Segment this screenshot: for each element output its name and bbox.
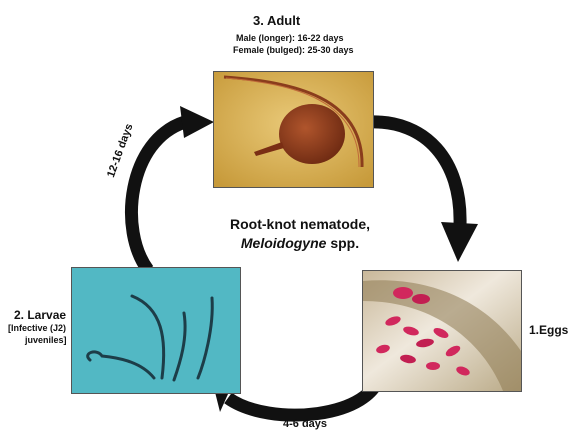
eggs-image (362, 270, 522, 392)
adult-male-duration: Male (longer): 16-22 days (236, 33, 344, 44)
duration-eggs-to-larvae: 4-6 days (283, 418, 327, 430)
eggs-stage-title: 1.Eggs (529, 323, 568, 337)
larvae-stage-title: 2. Larvae (14, 308, 66, 322)
adult-stage-title: 3. Adult (253, 13, 300, 28)
larvae-subtitle-line2: juveniles] (25, 335, 67, 346)
center-title-line1: Root-knot nematode, (190, 215, 410, 234)
adult-nematode-image (213, 71, 374, 188)
adult-female-duration: Female (bulged): 25-30 days (233, 45, 354, 56)
larvae-image (71, 267, 241, 394)
genus-name: Meloidogyne (241, 235, 327, 251)
larvae-subtitle-line1: [Infective (J2) (8, 323, 66, 334)
species-suffix: spp. (326, 235, 359, 251)
center-title: Root-knot nematode, Meloidogyne spp. (190, 215, 410, 253)
center-title-line2: Meloidogyne spp. (190, 234, 410, 253)
